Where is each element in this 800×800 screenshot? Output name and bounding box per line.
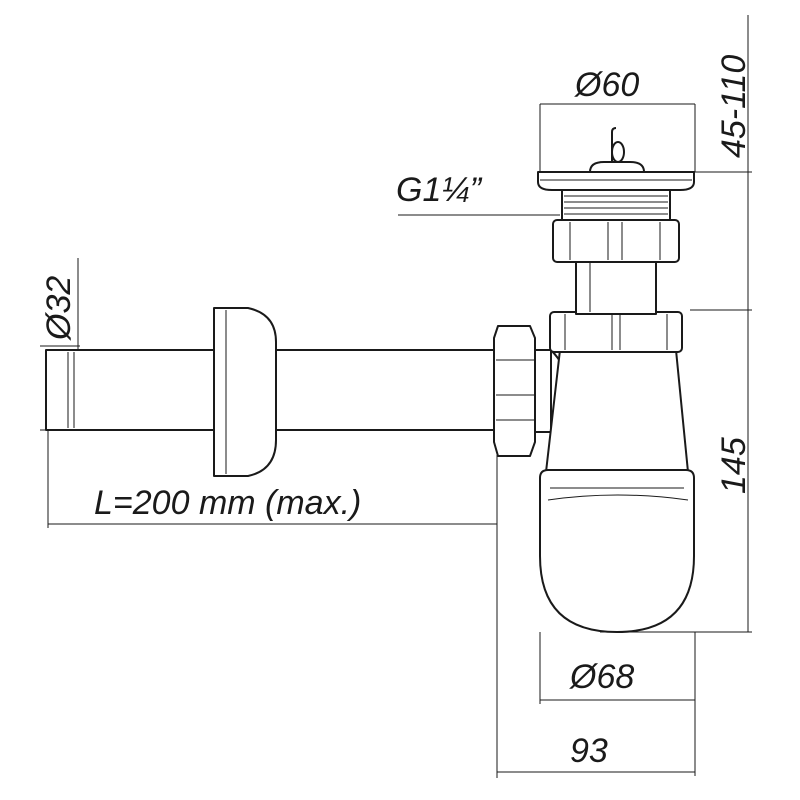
body-height-label: 145 — [715, 437, 753, 494]
body-nut — [549, 311, 683, 353]
trap-body — [539, 349, 695, 633]
pipe-diameter-label: Ø32 — [40, 276, 78, 341]
top-diameter-label: Ø60 — [574, 66, 639, 104]
bottle-diameter-label: Ø68 — [569, 658, 634, 696]
upper-nut — [552, 219, 680, 263]
wall-rosette — [213, 307, 277, 477]
total-width-label: 93 — [570, 732, 608, 770]
strainer-plug — [537, 127, 695, 221]
tailpiece — [575, 257, 657, 315]
thread-label: G1¼” — [396, 171, 483, 209]
height-range-label: 45-110 — [715, 55, 753, 158]
dimension-lines — [40, 15, 752, 778]
length-label: L=200 mm (max.) — [94, 484, 361, 522]
